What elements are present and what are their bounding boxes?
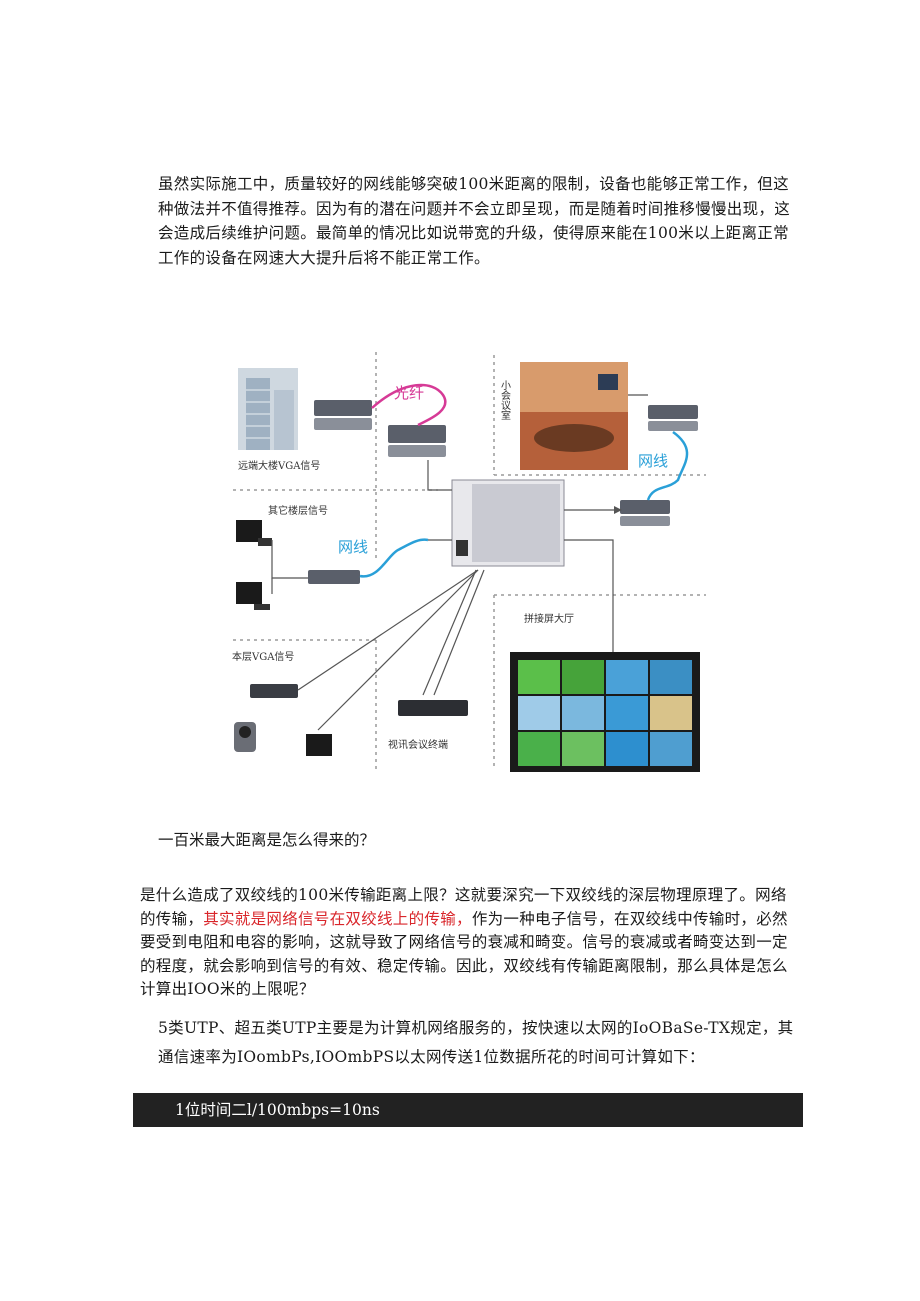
extender-device	[308, 570, 360, 584]
camera-icon	[234, 722, 256, 752]
computer-icon	[236, 520, 272, 546]
paragraph-explanation: 是什么造成了双绞线的100米传输距离上限？这就要深究一下双绞线的深层物理原理了。…	[140, 884, 802, 1002]
label-meeting-room: 小会议室	[499, 380, 511, 420]
meeting-room-photo	[520, 362, 628, 470]
label-fiber: 光纤	[394, 384, 424, 402]
label-remote-building: 远端大楼VGA信号	[238, 459, 320, 472]
label-local-vga: 本层VGA信号	[232, 650, 294, 663]
network-cable	[359, 538, 429, 578]
dashed-dividers	[233, 352, 706, 770]
label-video-wall: 拼接屏大厅	[524, 612, 574, 625]
extender-device	[388, 425, 446, 457]
extender-device	[250, 684, 298, 698]
highlighted-text: 其实就是网络信号在双绞线上的传输，	[203, 909, 472, 928]
extender-device	[620, 500, 670, 526]
video-conference-terminal	[398, 700, 468, 716]
paragraph-explanation-part1: 是什么造成了双绞线的100米传输距离上限？这就要深究一下双绞线的深层物理原理了。…	[140, 886, 787, 928]
section-heading: 一百米最大距离是怎么得来的？	[158, 831, 376, 849]
fiber-cable	[371, 383, 447, 427]
network-diagram: 远端大楼VGA信号 光纤 小会议室 网线 其它楼层信号	[232, 352, 706, 772]
paragraph-explanation-part2: 作为一种电子信号，在双绞线中传输时，必然要受到电阻和电容的影响，这就导致了网络信…	[140, 909, 788, 999]
label-network-left: 网线	[338, 538, 368, 556]
building-icon	[238, 368, 298, 450]
video-wall	[510, 652, 700, 772]
formula-bar: 1位时间二l/100mbps=10ns	[133, 1093, 803, 1127]
computer-icon	[306, 734, 332, 756]
extender-device	[314, 400, 372, 430]
computer-icon	[236, 582, 270, 610]
network-cable	[646, 430, 689, 501]
label-other-floor: 其它楼层信号	[268, 504, 328, 517]
paragraph-intro: 虽然实际施工中，质量较好的网线能够突破100米距离的限制，设备也能够正常工作，但…	[158, 175, 791, 267]
paragraph-utp: 5类UTP、超五类UTP主要是为计算机网络服务的，按快速以太网的IoOBaSe-…	[158, 1019, 794, 1066]
label-network-right: 网线	[638, 452, 668, 470]
matrix-switcher	[451, 479, 565, 567]
label-video-conf: 视讯会议终端	[388, 738, 448, 751]
extender-device	[648, 405, 698, 431]
